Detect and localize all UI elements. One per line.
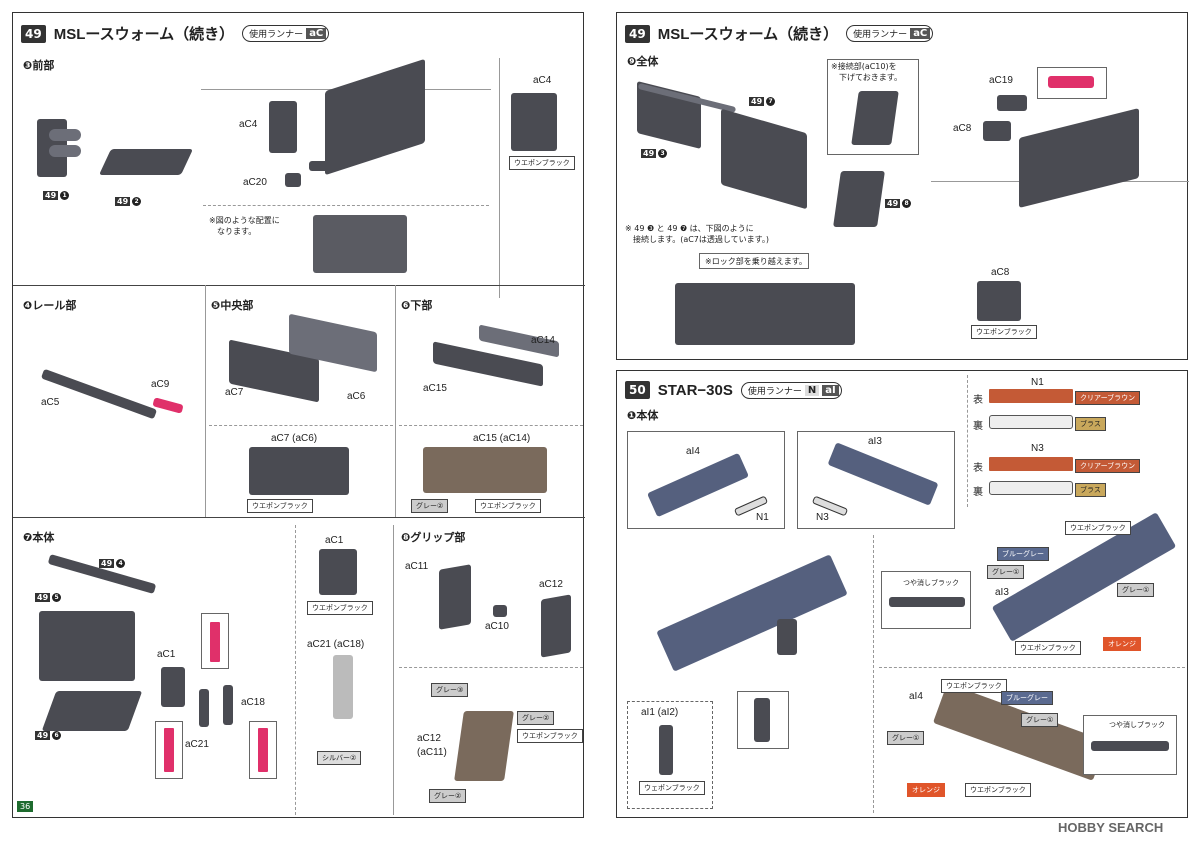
label-ac8: aC8	[953, 123, 972, 134]
center-heading: ❺中央部	[211, 299, 254, 312]
lock-callout: ※ロック部を乗り越えます。	[705, 257, 807, 266]
ai4-box: aI4 N1	[627, 431, 785, 529]
label-ac7: aC7	[225, 387, 244, 398]
grip-color-black: ウエポンブラック	[517, 729, 583, 743]
grip-color-gray2: グレー②	[517, 711, 555, 725]
label-ac1: aC1	[157, 649, 176, 660]
label-ac19: aC19	[989, 75, 1013, 86]
label-ac5: aC5	[41, 397, 60, 408]
page-number: 36	[17, 801, 34, 812]
connect-detail	[675, 283, 855, 345]
label-ac6: aC6	[347, 391, 366, 402]
step-title: MSLースウォーム（続き）	[53, 26, 235, 43]
label-ac15-ac14: aC15 (aC14)	[473, 433, 531, 444]
star-body-heading: ❶本体	[627, 409, 659, 422]
decal-n1-label: N1	[1031, 377, 1044, 388]
star-assembly	[656, 554, 848, 672]
label-ac4-right: aC4	[533, 75, 552, 86]
watermark: HOBBY SEARCH	[1058, 820, 1164, 835]
label-ac7-ac6: aC7 (aC6)	[271, 433, 318, 444]
runner-badge: 使用ランナー aC	[242, 25, 330, 42]
label-ac9: aC9	[151, 379, 170, 390]
overall-assembled	[1019, 108, 1139, 208]
label-ac1-right: aC1	[325, 535, 344, 546]
front-part-2	[98, 149, 194, 175]
step-header: 49 MSLースウォーム（続き） 使用ランナー aC	[21, 23, 330, 44]
rail-part	[40, 368, 158, 420]
grip-color-gray3: グレー③	[431, 683, 469, 697]
label-ac21: aC21	[185, 739, 209, 750]
label-ac4: aC4	[239, 119, 258, 130]
ai3-box: aI3 N3	[797, 431, 955, 529]
label-ac20: aC20	[243, 177, 267, 188]
label-ac12: aC12	[539, 579, 563, 590]
lower-color-gray: グレー②	[411, 499, 449, 513]
label-ac10: aC10	[485, 621, 509, 632]
body-color-black: ウエポンブラック	[307, 601, 373, 615]
lower-heading: ❻下部	[401, 299, 433, 312]
note-connector: ※接続部(aC10)を 下げておきます。	[831, 62, 902, 82]
body-heading: ❼本体	[23, 531, 55, 544]
label-ac11: aC11	[405, 561, 429, 572]
body-color-silver: シルバー②	[317, 751, 362, 765]
front-note: ※図のような配置に なります。	[209, 216, 280, 236]
decal-n3-label: N3	[1031, 443, 1044, 454]
step-header-2: 49 MSLースウォーム（続き） 使用ランナー aC	[625, 23, 934, 44]
grip-heading: ❽グリップ部	[401, 531, 466, 544]
front-assembly	[325, 58, 425, 176]
label-ac12-grip: aC12	[417, 733, 441, 744]
overall-color: ウエポンブラック	[971, 325, 1037, 339]
front-heading: ❸前部	[23, 59, 55, 72]
label-ac15: aC15	[423, 383, 447, 394]
right-bottom-page: 50 STAR−30S 使用ランナー N aI ❶本体 N1 表 クリアーブラウ…	[616, 370, 1188, 818]
color-weapon-black: ウエポンブラック	[509, 156, 575, 170]
step-number: 49	[21, 24, 46, 43]
label-ac8-right: aC8	[991, 267, 1010, 278]
label-ac21-ac18: aC21 (aC18)	[307, 639, 365, 650]
lower-color-black: ウエポンブラック	[475, 499, 541, 513]
grip-color-gray2-b: グレー②	[429, 789, 467, 803]
label-ac11-grip: (aC11)	[417, 747, 447, 758]
step-header-3: 50 STAR−30S 使用ランナー N aI	[625, 381, 842, 399]
label-ac18: aC18	[241, 697, 265, 708]
overall-body	[721, 108, 807, 210]
body-main	[39, 611, 135, 681]
label-ac14: aC14	[531, 335, 555, 346]
rail-heading: ❹レール部	[23, 299, 77, 312]
note-connect: ※ 49 ❸ と 49 ❼ は、下図のように 接続します。(aC7は透過していま…	[625, 224, 769, 244]
overall-heading: ❾全体	[627, 55, 659, 68]
center-color: ウエポンブラック	[247, 499, 313, 513]
